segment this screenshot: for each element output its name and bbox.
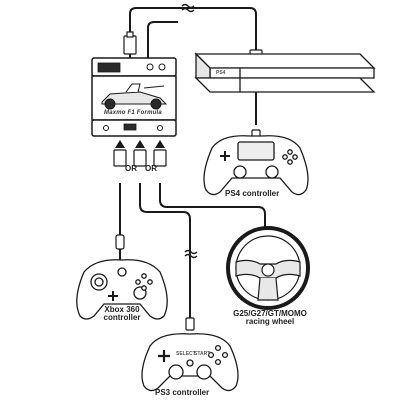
adapter-top-cable	[147, 21, 178, 60]
ps4-controller	[203, 135, 309, 196]
ps3-start-label: START	[194, 351, 211, 357]
ps3-select-label: SELECT	[176, 351, 196, 357]
ps4-cable	[129, 7, 257, 60]
ps4-console-logo: PS4	[216, 70, 226, 76]
racing-wheel	[226, 226, 310, 310]
racing-wheel-label: G25/G27/GT/MOMO racing wheel	[233, 309, 307, 327]
or-label-1: OR	[125, 164, 137, 173]
converter-adapter	[91, 57, 177, 137]
cables	[119, 7, 266, 330]
or-label-2: OR	[145, 164, 157, 173]
ps3-controller-label: PS3 controller	[155, 388, 210, 397]
race-car-graphic	[101, 83, 168, 110]
xbox360-controller	[76, 259, 168, 320]
adapter-brand-label: Maxmo F1 Formula	[104, 110, 162, 116]
xbox360-controller-label: Xbox 360 controller	[103, 305, 141, 323]
ps3-controller	[141, 333, 239, 392]
ps4-controller-label: PS4 controller	[225, 189, 280, 198]
cable-break-marks	[181, 3, 198, 259]
wheel-cable	[159, 183, 266, 232]
ps4-console	[194, 52, 376, 93]
ps3-cable	[139, 183, 191, 330]
